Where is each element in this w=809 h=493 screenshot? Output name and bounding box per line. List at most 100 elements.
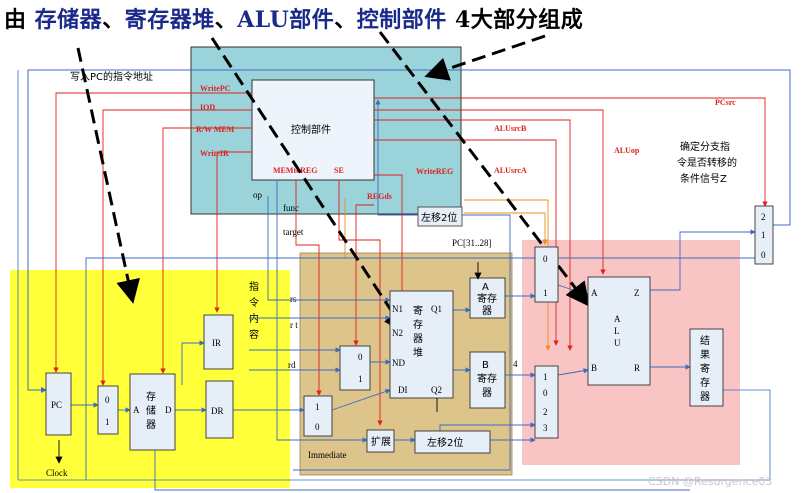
- sign-extend-block: [366, 429, 395, 453]
- rd-label: rd: [288, 360, 296, 370]
- a-register: [469, 277, 506, 319]
- branch-note: 确定分支指 令是否转移的 条件信号Z: [677, 140, 737, 185]
- signal-alu-src-b: ALUsrcB: [494, 124, 527, 133]
- ir-register: [203, 314, 234, 370]
- svg-text:A: A: [591, 288, 598, 298]
- constant-four-label: 4: [513, 359, 518, 369]
- svg-text:器: 器: [700, 391, 710, 403]
- svg-text:寄: 寄: [413, 304, 423, 317]
- mux-iod: [97, 385, 119, 435]
- svg-text:PC: PC: [51, 400, 62, 410]
- svg-text:1: 1: [358, 374, 363, 384]
- svg-text:器: 器: [482, 305, 492, 317]
- svg-text:1: 1: [543, 288, 548, 298]
- svg-text:0: 0: [315, 422, 320, 432]
- signal-write-ir: WriteIR: [200, 149, 229, 158]
- write-pc-address-label: 写入PC的指令地址: [70, 70, 153, 83]
- svg-text:指: 指: [249, 280, 259, 293]
- svg-text:器: 器: [146, 419, 156, 431]
- ir-caption: 指 令 内 容: [249, 280, 259, 341]
- register-file: [389, 290, 454, 399]
- signal-se: SE: [334, 166, 344, 175]
- mux-mem-to-reg: [303, 395, 333, 437]
- svg-text:结: 结: [700, 334, 710, 347]
- svg-text:Z: Z: [634, 288, 640, 298]
- svg-text:果: 果: [700, 349, 710, 361]
- target-label: target: [283, 227, 304, 237]
- svg-text:0: 0: [543, 254, 548, 264]
- signal-iod: IOD: [200, 103, 215, 112]
- svg-text:Q2: Q2: [431, 385, 442, 395]
- svg-text:L: L: [614, 326, 620, 336]
- svg-text:A: A: [614, 314, 621, 324]
- shift-left-bottom: [414, 430, 491, 454]
- shift-left-top: [417, 206, 463, 227]
- mux-alu-src-a: [534, 246, 559, 303]
- svg-text:器: 器: [413, 333, 423, 345]
- svg-text:寄存: 寄存: [477, 292, 497, 305]
- signal-reg-ds: REGds: [367, 192, 392, 201]
- signal-alu-src-a: ALUsrcA: [494, 166, 527, 175]
- signal-write-pc: WritePC: [200, 84, 231, 93]
- clock-label: Clock: [46, 468, 68, 478]
- svg-text:N1: N1: [392, 304, 403, 314]
- svg-text:存: 存: [700, 376, 710, 389]
- signal-pc-src: PCsrc: [715, 98, 736, 107]
- svg-text:令是否转移的: 令是否转移的: [677, 156, 737, 169]
- svg-text:确定分支指: 确定分支指: [680, 140, 730, 153]
- immediate-label: Immediate: [308, 450, 346, 460]
- page-title: 由 存储器、寄存器堆、ALU部件、控制部件 4大部分组成: [4, 7, 584, 33]
- svg-text:左移2位: 左移2位: [421, 211, 457, 224]
- pc-register: [45, 372, 72, 436]
- svg-text:存: 存: [413, 318, 423, 331]
- dr-register: [205, 380, 234, 439]
- svg-text:2: 2: [543, 407, 548, 417]
- svg-text:寄: 寄: [700, 362, 710, 375]
- svg-text:内: 内: [249, 312, 259, 325]
- signal-write-reg: WriteREG: [416, 167, 453, 176]
- svg-text:DR: DR: [211, 406, 224, 416]
- rs-label: rs: [290, 294, 297, 304]
- svg-text:储: 储: [146, 404, 156, 417]
- svg-text:0: 0: [761, 250, 766, 260]
- svg-text:A: A: [482, 282, 489, 293]
- control-unit-label: 控制部件: [291, 123, 331, 136]
- svg-text:ND: ND: [392, 358, 405, 368]
- svg-text:1: 1: [315, 402, 320, 412]
- svg-text:条件信号Z: 条件信号Z: [680, 172, 727, 185]
- svg-text:容: 容: [249, 328, 259, 341]
- mux-reg-ds: [339, 345, 371, 391]
- svg-text:Q1: Q1: [431, 304, 442, 314]
- svg-text:1: 1: [761, 230, 766, 240]
- svg-text:存: 存: [146, 390, 156, 403]
- signal-mem-to-reg: MEMtoREG: [273, 166, 317, 175]
- svg-text:器: 器: [482, 387, 492, 399]
- func-label: func: [283, 203, 299, 213]
- svg-text:D: D: [165, 405, 172, 415]
- svg-text:0: 0: [358, 352, 363, 362]
- svg-text:0: 0: [105, 395, 110, 405]
- svg-text:DI: DI: [398, 385, 408, 395]
- svg-text:左移2位: 左移2位: [427, 436, 463, 449]
- pc-31-28-label: PC[31..28]: [452, 238, 492, 248]
- svg-text:令: 令: [249, 296, 259, 309]
- watermark: CSDN @Resurgence03: [648, 475, 772, 488]
- svg-text:1: 1: [543, 372, 548, 382]
- svg-text:B: B: [591, 363, 597, 373]
- svg-text:A: A: [133, 405, 140, 415]
- mux-pc-src: [754, 205, 774, 265]
- memory-block: [129, 373, 176, 451]
- svg-text:IR: IR: [212, 338, 221, 348]
- svg-text:扩展: 扩展: [371, 435, 391, 448]
- svg-text:0: 0: [543, 388, 548, 398]
- svg-text:U: U: [614, 338, 621, 348]
- alu-block: [587, 276, 651, 386]
- rt-label: r t: [290, 320, 298, 330]
- svg-text:N2: N2: [392, 328, 403, 338]
- svg-text:1: 1: [105, 417, 110, 427]
- b-register: [469, 351, 506, 409]
- svg-text:堆: 堆: [413, 347, 423, 359]
- svg-text:B: B: [482, 360, 489, 371]
- signal-alu-op: ALUop: [614, 146, 640, 155]
